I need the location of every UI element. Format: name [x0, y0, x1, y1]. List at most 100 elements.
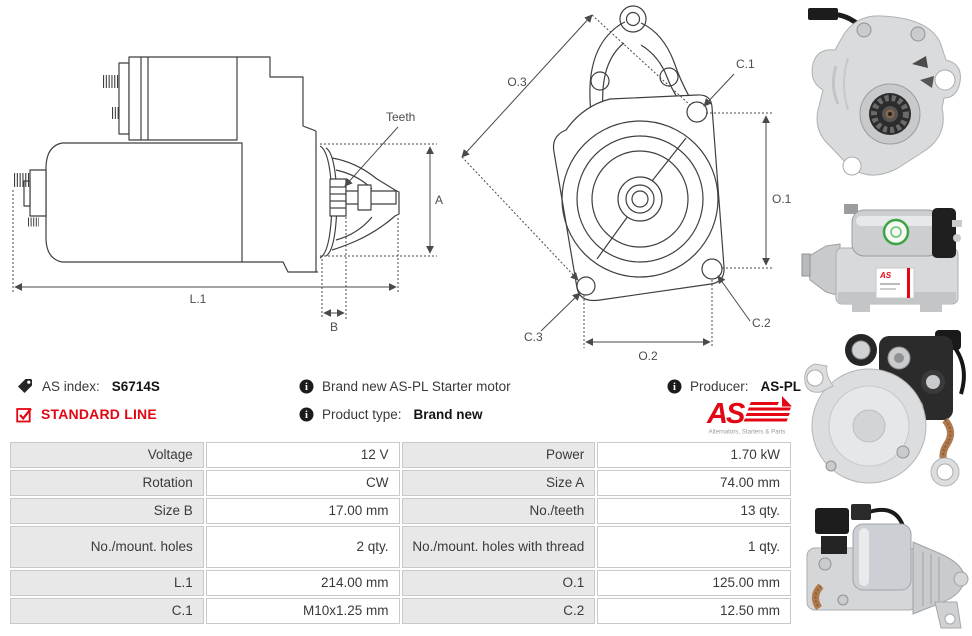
info-icon: i — [299, 407, 314, 421]
connector — [851, 504, 871, 520]
c1-leader-line — [703, 73, 735, 107]
wire — [953, 346, 966, 395]
spec-label: C.1 — [10, 598, 204, 624]
label-c3: C.3 — [524, 330, 543, 344]
solenoid-cap — [118, 62, 130, 135]
c2-leader-line — [717, 275, 751, 322]
pinion-gear — [329, 178, 347, 217]
svg-text:AS: AS — [879, 271, 892, 280]
label-c1: C.1 — [736, 57, 755, 71]
label-teeth: Teeth — [386, 110, 415, 124]
spec-value: 74.00 mm — [597, 470, 791, 496]
logo-stripes — [743, 396, 792, 422]
producer-value: AS-PL — [760, 378, 802, 394]
solenoid-cap — [932, 208, 956, 258]
eco-sticker — [882, 218, 910, 246]
outer-ring — [561, 120, 719, 278]
spec-value: 17.00 mm — [205, 498, 400, 524]
tag-icon — [18, 379, 32, 393]
nose-hole — [590, 71, 610, 91]
foot-outline — [242, 261, 318, 273]
product-type-value: Brand new — [413, 406, 483, 422]
connector — [808, 8, 838, 20]
hub — [617, 176, 663, 222]
label-o2: O.2 — [638, 349, 658, 363]
hole-c1 — [686, 101, 708, 123]
spec-value: M10x1.25 mm — [205, 598, 400, 624]
product-type-field: i Product type: Brand new — [299, 404, 483, 424]
product-photo-front-angle[interactable] — [800, 6, 966, 188]
as-index-field: AS index: S6714S — [16, 376, 160, 396]
connector — [815, 508, 849, 534]
label-l1: L.1 — [190, 292, 207, 306]
bracket-outline — [237, 56, 317, 132]
standard-line-badge: STANDARD LINE — [16, 404, 157, 424]
logo-tagline: Alternators, Starters & Parts — [708, 429, 785, 436]
spec-value: 1.70 kW — [597, 442, 791, 468]
spec-label: No./mount. holes with thread — [401, 526, 596, 568]
brand-new-info: i Brand new AS-PL Starter motor — [299, 376, 511, 396]
spec-label: No./teeth — [401, 498, 596, 524]
spec-label: O.1 — [401, 570, 596, 596]
spec-value: 1 qty. — [597, 526, 791, 568]
motor-body — [45, 142, 243, 263]
producer-label: Producer: — [690, 378, 749, 394]
spec-value: CW — [205, 470, 400, 496]
mount-hole — [944, 613, 956, 625]
spec-label: Size A — [401, 470, 596, 496]
logo-text: AS — [706, 398, 746, 430]
brand-new-text: Brand new AS-PL Starter motor — [322, 378, 511, 394]
standard-line-label: STANDARD LINE — [41, 406, 157, 422]
side-view-diagram: Teeth A L.1 B — [12, 56, 443, 334]
mount-hole — [934, 69, 956, 91]
spec-label: L.1 — [10, 570, 204, 596]
mount-hole — [936, 463, 954, 481]
info-icon: i — [667, 379, 682, 393]
spec-table: Voltage 12 V Power 1.70 kW Rotation CW S… — [10, 442, 791, 624]
mount-hole — [806, 369, 824, 387]
label-a: A — [435, 193, 443, 207]
svg-text:i: i — [305, 382, 308, 393]
label-b: B — [330, 320, 338, 334]
as-index-label: AS index: — [42, 378, 100, 394]
label-o3: O.3 — [507, 75, 527, 89]
bolt — [825, 460, 837, 472]
teeth-pointer-line — [344, 126, 399, 187]
bolt — [837, 594, 849, 606]
label-o1: O.1 — [772, 192, 792, 206]
product-photo-top-side[interactable] — [795, 502, 972, 634]
mount-hole — [842, 156, 862, 176]
producer-field: i Producer: AS-PL — [667, 376, 801, 396]
solenoid-body — [128, 56, 238, 141]
nose-cone — [805, 243, 841, 297]
checkbox-icon — [16, 407, 32, 422]
product-type-label: Product type: — [322, 406, 402, 422]
bearing — [357, 184, 372, 211]
spec-label: Power — [401, 442, 596, 468]
bolt — [910, 26, 926, 42]
label-c2: C.2 — [752, 316, 771, 330]
info-icon: i — [299, 379, 314, 393]
bolt — [856, 22, 872, 38]
product-photo-rear-solenoid[interactable] — [795, 324, 972, 498]
product-photo-side-label[interactable]: AS — [800, 196, 966, 318]
drive-housing — [331, 157, 400, 251]
spec-label: Rotation — [10, 470, 204, 496]
spec-value: 12.50 mm — [597, 598, 791, 624]
bolt — [818, 557, 832, 571]
bolt — [896, 445, 910, 459]
pinion — [801, 253, 811, 277]
end-block — [29, 169, 47, 217]
dim-o3-line — [461, 14, 593, 158]
spec-value: 214.00 mm — [205, 570, 400, 596]
spec-value: 125.00 mm — [597, 570, 791, 596]
spec-label: Size B — [10, 498, 204, 524]
front-view-diagram: O.3 C.1 O.1 O.2 C.2 C.3 — [461, 5, 792, 363]
as-pl-logo: AS Alternators, Starters & Parts — [695, 395, 793, 437]
spec-value: 13 qty. — [597, 498, 791, 524]
hole-c3 — [576, 276, 596, 296]
svg-text:i: i — [305, 410, 308, 421]
spec-value: 2 qty. — [205, 526, 400, 568]
as-index-value: S6714S — [111, 378, 160, 394]
